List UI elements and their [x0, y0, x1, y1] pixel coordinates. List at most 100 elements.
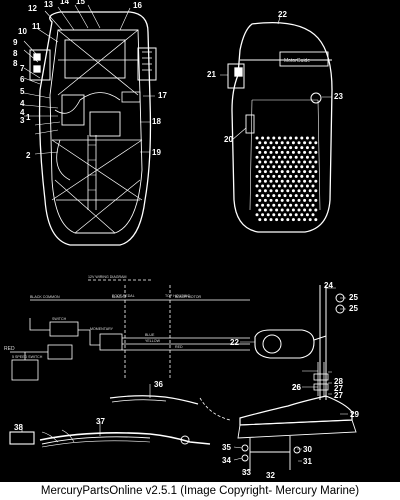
grip-dot — [314, 179, 318, 183]
callout-9: 9 — [13, 38, 18, 47]
grip-dot — [263, 160, 267, 164]
grip-dot — [286, 141, 290, 145]
grip-dot — [300, 194, 304, 198]
grip-dot — [258, 160, 262, 164]
grip-dot — [258, 198, 262, 202]
callout-22: 22 — [230, 338, 239, 347]
callout-38: 38 — [14, 423, 23, 432]
grip-dot — [289, 213, 293, 217]
grip-dot — [280, 208, 284, 212]
grip-dot — [305, 184, 309, 188]
grip-dot — [275, 179, 279, 183]
wiring-foot-pedal: FOOT PEDAL — [112, 294, 135, 298]
grip-dot — [297, 218, 301, 222]
grip-dot — [300, 136, 304, 140]
callout-4: 4 — [20, 108, 25, 117]
grip-dot — [263, 218, 267, 222]
grip-dot — [277, 184, 281, 188]
grip-dot — [275, 189, 279, 193]
grip-dot — [266, 155, 270, 159]
wiring-red-left: RED — [4, 346, 15, 352]
grip-dot — [266, 174, 270, 178]
grip-dot — [289, 155, 293, 159]
grip-dot — [291, 150, 295, 154]
wiring-blue: BLUE — [145, 333, 155, 337]
grip-dot — [280, 160, 284, 164]
grip-dot — [297, 150, 301, 154]
grip-dot — [280, 189, 284, 193]
grip-dot — [272, 174, 276, 178]
grip-dot — [289, 194, 293, 198]
grip-dot — [255, 213, 259, 217]
grip-dot — [275, 160, 279, 164]
grip-dot — [300, 174, 304, 178]
grip-dot — [277, 155, 281, 159]
grip-dot — [303, 198, 307, 202]
wiring-speed-switch: 5 SPEED SWITCH — [12, 355, 43, 359]
grip-dot — [277, 165, 281, 169]
callout-19: 19 — [152, 148, 161, 157]
grip-dot — [283, 203, 287, 207]
grip-dot — [269, 208, 273, 212]
grip-dot — [280, 170, 284, 174]
callout-33: 33 — [242, 468, 251, 477]
grip-dot — [261, 174, 265, 178]
grip-dot — [255, 146, 259, 150]
grip-dot — [280, 150, 284, 154]
grip-dot — [308, 160, 312, 164]
grip-dot — [280, 179, 284, 183]
grip-dot — [314, 218, 318, 222]
grip-dot — [289, 174, 293, 178]
grip-dot — [308, 179, 312, 183]
grip-dot — [305, 146, 309, 150]
grip-dot — [294, 136, 298, 140]
callout-6: 6 — [20, 75, 25, 84]
callout-26: 26 — [292, 383, 301, 392]
wiring-black: BLACK — [112, 295, 124, 299]
grip-dot — [261, 136, 265, 140]
callout-21: 21 — [207, 70, 216, 79]
callout-28: 28 — [334, 377, 343, 386]
grip-dot — [291, 141, 295, 145]
grip-dot — [266, 213, 270, 217]
grip-dot — [300, 213, 304, 217]
grip-dot — [283, 213, 287, 217]
motor-assembly — [199, 285, 357, 470]
grip-dot — [263, 150, 267, 154]
grip-dot — [303, 179, 307, 183]
grip-dot — [283, 155, 287, 159]
grip-dot — [311, 165, 315, 169]
grip-dot — [258, 141, 262, 145]
grip-dot — [297, 141, 301, 145]
grip-dot — [283, 146, 287, 150]
grip-dot — [303, 218, 307, 222]
callout-36: 36 — [154, 380, 163, 389]
grip-dot — [261, 146, 265, 150]
grip-dot — [275, 198, 279, 202]
grip-dot — [297, 170, 301, 174]
callout-25: 25 — [349, 304, 358, 313]
grip-dot — [269, 160, 273, 164]
grip-dot — [294, 184, 298, 188]
grip-dot — [294, 165, 298, 169]
grip-dot — [266, 194, 270, 198]
grip-dot — [255, 174, 259, 178]
grip-dot — [286, 218, 290, 222]
grip-dot — [263, 179, 267, 183]
grip-dot — [266, 184, 270, 188]
cable-assembly — [9, 395, 211, 448]
grip-dot — [277, 136, 281, 140]
grip-dot — [311, 174, 315, 178]
wiring-labels: 12V WIRING DIAGRAM FOOT PEDAL TOP HOUSIN… — [4, 275, 201, 359]
callout-12: 12 — [28, 4, 37, 13]
grip-dot — [283, 165, 287, 169]
grip-dot — [277, 146, 281, 150]
grip-dot — [297, 179, 301, 183]
grip-dot — [291, 189, 295, 193]
grip-dot — [261, 155, 265, 159]
grip-dot — [286, 170, 290, 174]
grip-dot — [261, 203, 265, 207]
grip-dot — [303, 170, 307, 174]
grip-dot — [300, 146, 304, 150]
grip-dot — [283, 194, 287, 198]
